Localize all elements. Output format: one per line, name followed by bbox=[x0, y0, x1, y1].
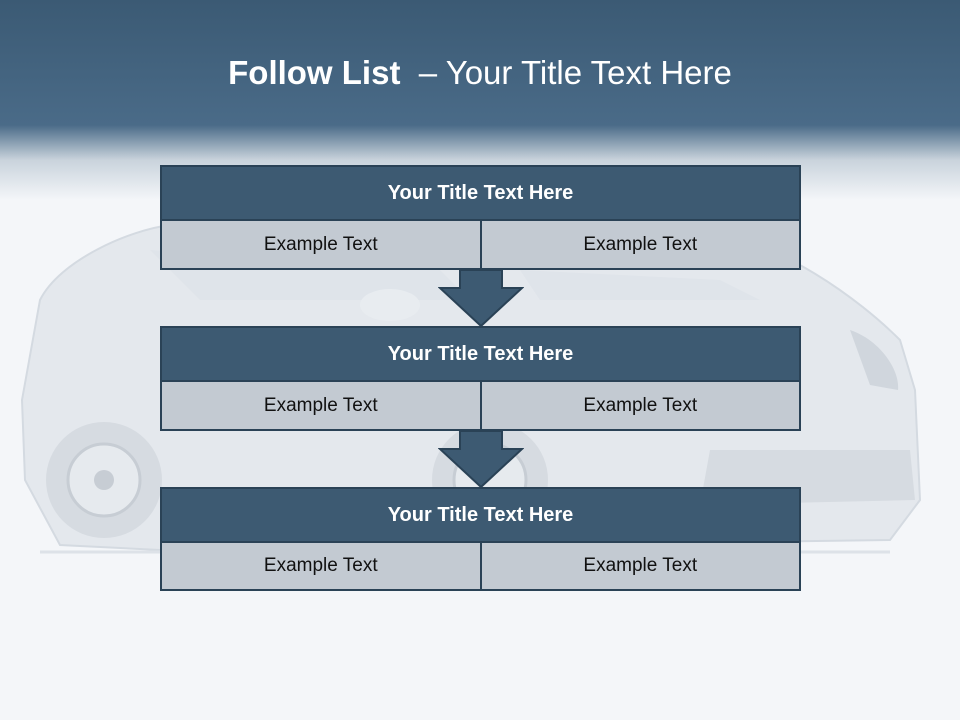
box-cell-right: Example Text bbox=[481, 543, 801, 591]
box-cell-left: Example Text bbox=[160, 221, 482, 270]
box-cell-right: Example Text bbox=[481, 382, 801, 431]
slide-title: Follow List – Your Title Text Here bbox=[0, 54, 960, 92]
box-title: Your Title Text Here bbox=[160, 326, 801, 382]
down-arrow-icon bbox=[438, 270, 524, 328]
follow-box-3: Your Title Text Here Example Text Exampl… bbox=[160, 487, 801, 591]
box-title: Your Title Text Here bbox=[160, 487, 801, 543]
down-arrow-icon bbox=[438, 431, 524, 489]
title-bold: Follow List bbox=[228, 54, 401, 91]
title-rest: – Your Title Text Here bbox=[400, 54, 732, 91]
box-title: Your Title Text Here bbox=[160, 165, 801, 221]
box-cell-left: Example Text bbox=[160, 543, 482, 591]
box-cell-right: Example Text bbox=[481, 221, 801, 270]
follow-box-2: Your Title Text Here Example Text Exampl… bbox=[160, 326, 801, 431]
follow-box-1: Your Title Text Here Example Text Exampl… bbox=[160, 165, 801, 270]
box-cell-left: Example Text bbox=[160, 382, 482, 431]
